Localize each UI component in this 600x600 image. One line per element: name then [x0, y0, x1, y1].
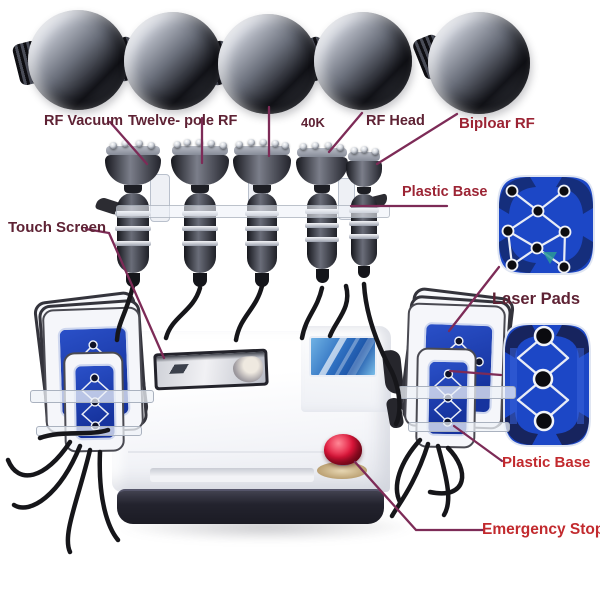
pad-holder-ledge: [36, 426, 142, 436]
head-rf-head: [295, 12, 412, 110]
electrode-dot: [248, 139, 255, 146]
machine-dark-base: [117, 489, 384, 524]
label-40k: 40K: [301, 115, 325, 130]
machine-seam: [128, 451, 342, 453]
electrode-dot: [208, 140, 215, 147]
label-plastic-base-bottom: Plastic Base: [502, 454, 591, 471]
emergency-stop-button: [324, 434, 362, 465]
screen-logo: [160, 363, 198, 375]
electrode-dot: [361, 146, 368, 153]
electrode-dot: [184, 139, 191, 146]
pad-holder-strap: [30, 390, 154, 403]
laser-pad-closeup-small: [502, 322, 592, 453]
label-touch-screen: Touch Screen: [8, 219, 107, 236]
label-emergency-stop: Emergency Stop: [482, 521, 600, 538]
head-rf-vacuum: [11, 10, 128, 110]
label-rf-vacuum: RF Vacuum: [44, 113, 123, 129]
electrode-dot: [312, 142, 319, 149]
electrode-dot: [122, 140, 129, 147]
electrode-dot: [174, 141, 181, 148]
electrode-dot: [325, 142, 332, 149]
label-twelve-pole-rf: Twelve- pole RF: [128, 113, 238, 129]
electrode-dot: [260, 139, 267, 146]
electrode-dot: [351, 147, 358, 154]
electrode-dot: [148, 142, 155, 149]
head-40k: [200, 14, 318, 114]
pad-holder-strap: [398, 386, 516, 399]
electrode-dot: [300, 143, 307, 150]
head-twelve-pole-rf: [105, 12, 222, 110]
electrode-dot: [136, 140, 143, 147]
head-bipolar-rf: [411, 12, 530, 114]
electrode-dot: [196, 139, 203, 146]
label-laser-pads: Laser Pads: [492, 290, 581, 308]
machine-groove: [150, 468, 314, 482]
screen-model-image: [232, 355, 264, 384]
pad-holder-ledge: [408, 422, 510, 432]
electrode-dot: [236, 141, 243, 148]
handpiece-rack: [116, 205, 390, 218]
label-rf-head: RF Head: [366, 113, 425, 129]
label-plastic-base-top: Plastic Base: [402, 184, 488, 200]
electrode-dot: [272, 140, 279, 147]
electrode-dot: [220, 142, 227, 149]
touch-screen-display: [156, 351, 266, 388]
electrode-dot: [372, 148, 379, 155]
electrode-dot: [282, 142, 289, 149]
electrode-dot: [110, 142, 117, 149]
touch-screen: [153, 348, 269, 391]
electrode-dot: [337, 144, 344, 151]
laser-pad-closeup-large: [496, 174, 596, 281]
label-bipolar-rf: Biploar RF: [459, 115, 535, 132]
brand-sticker: [309, 336, 377, 377]
